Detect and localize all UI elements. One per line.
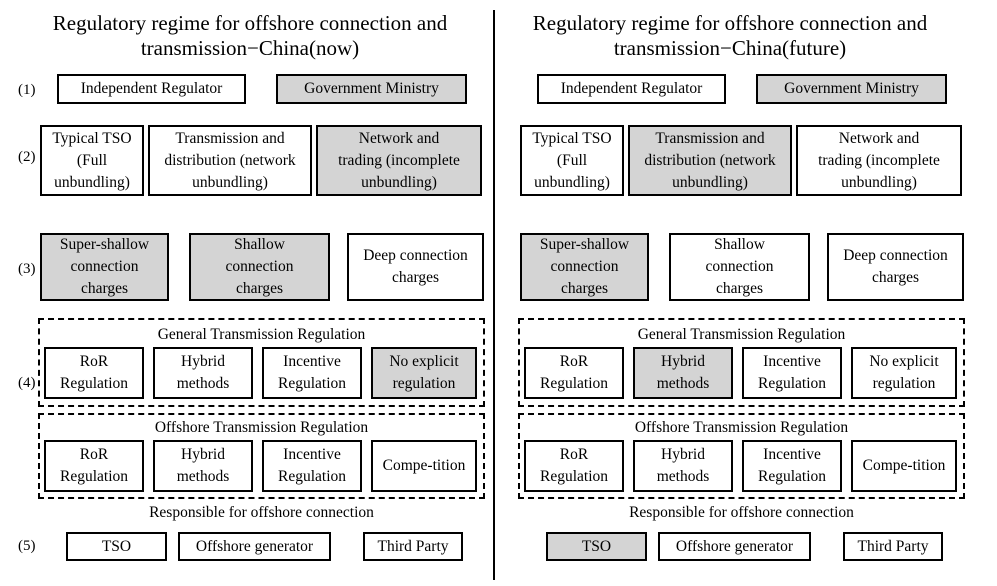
option-box-super-shallow-connection-charges-future: Super-shallow connection charges (520, 233, 649, 301)
option-box-super-shallow-connection-charges-now: Super-shallow connection charges (40, 233, 169, 301)
option-box-incentive-regulation-now: Incentive Regulation (262, 440, 362, 492)
option-box-incentive-regulation-now: Incentive Regulation (262, 347, 362, 399)
option-box-government-ministry-now: Government Ministry (276, 74, 467, 104)
option-box-hybrid-methods-now: Hybrid methods (153, 440, 253, 492)
option-box-shallow-connection-charges-future: Shallow connection charges (669, 233, 810, 301)
option-box-hybrid-methods-future: Hybrid methods (633, 347, 733, 399)
offshore-title-future: Offshore Transmission Regulation (634, 419, 849, 436)
option-box-offshore-generator-now: Offshore generator (178, 532, 331, 561)
option-label: Independent Regulator (560, 80, 703, 97)
option-box-tso-now: TSO (66, 532, 167, 561)
option-label: Incentive Regulation (277, 353, 347, 392)
option-label: No explicit regulation (869, 353, 939, 392)
option-label: Incentive Regulation (757, 446, 827, 485)
option-label: Super-shallow connection charges (539, 236, 630, 297)
option-label: RoR Regulation (59, 446, 129, 485)
option-box-third-party-future: Third Party (843, 532, 943, 561)
option-label: Transmission and distribution (network u… (164, 129, 296, 191)
option-label: Super-shallow connection charges (59, 236, 150, 297)
row-label-4: (4) (18, 375, 36, 391)
option-box-ror-regulation-future: RoR Regulation (524, 347, 624, 399)
option-label: Offshore generator (675, 537, 794, 555)
option-box-no-explicit-regulation-future: No explicit regulation (851, 347, 957, 399)
option-label: Hybrid methods (656, 353, 710, 392)
general-title-future: General Transmission Regulation (637, 326, 846, 343)
option-label: No explicit regulation (389, 353, 459, 392)
option-box-shallow-connection-charges-now: Shallow connection charges (189, 233, 330, 301)
option-label: RoR Regulation (539, 353, 609, 392)
title-line2-now: transmission−China(now) (140, 36, 360, 60)
general-regulation-group-now (38, 318, 485, 407)
offshore-title-now: Offshore Transmission Regulation (154, 419, 369, 436)
option-box-network-and-trading-incomplete-unbundling-now: Network and trading (incomplete unbundli… (316, 125, 482, 196)
option-box-compe-tition-now: Compe-tition (371, 440, 477, 492)
option-label: Incentive Regulation (277, 446, 347, 485)
option-box-no-explicit-regulation-now: No explicit regulation (371, 347, 477, 399)
option-box-offshore-generator-future: Offshore generator (658, 532, 811, 561)
option-label: Typical TSO (Full unbundling) (52, 129, 132, 191)
option-box-independent-regulator-future: Independent Regulator (537, 74, 726, 104)
option-box-compe-tition-future: Compe-tition (851, 440, 957, 492)
option-label: RoR Regulation (539, 446, 609, 485)
general-title-now: General Transmission Regulation (157, 326, 366, 343)
option-label: Shallow connection charges (705, 236, 774, 297)
option-box-deep-connection-charges-now: Deep connection charges (347, 233, 484, 301)
option-box-government-ministry-future: Government Ministry (756, 74, 947, 104)
option-label: Network and trading (incomplete unbundli… (818, 129, 940, 191)
option-box-typical-tso-full-unbundling-now: Typical TSO (Full unbundling) (40, 125, 144, 196)
option-label: Transmission and distribution (network u… (644, 129, 776, 191)
option-box-tso-future: TSO (546, 532, 647, 561)
option-label: Government Ministry (304, 80, 439, 97)
option-label: Third Party (857, 537, 929, 555)
option-label: Deep connection charges (363, 247, 468, 286)
option-box-ror-regulation-now: RoR Regulation (44, 347, 144, 399)
option-label: Network and trading (incomplete unbundli… (338, 129, 460, 191)
option-box-ror-regulation-now: RoR Regulation (44, 440, 144, 492)
title-line1-now: Regulatory regime for offshore connectio… (52, 11, 448, 35)
option-label: Typical TSO (Full unbundling) (532, 129, 612, 191)
option-box-incentive-regulation-future: Incentive Regulation (742, 440, 842, 492)
option-label: Hybrid methods (176, 446, 230, 485)
option-box-typical-tso-full-unbundling-future: Typical TSO (Full unbundling) (520, 125, 624, 196)
row-label-2: (2) (18, 149, 36, 165)
option-label: Shallow connection charges (225, 236, 294, 297)
option-box-third-party-now: Third Party (363, 532, 463, 561)
option-box-hybrid-methods-now: Hybrid methods (153, 347, 253, 399)
option-label: RoR Regulation (59, 353, 129, 392)
option-label: Incentive Regulation (757, 353, 827, 392)
option-box-incentive-regulation-future: Incentive Regulation (742, 347, 842, 399)
option-label: Hybrid methods (656, 446, 710, 485)
option-box-ror-regulation-future: RoR Regulation (524, 440, 624, 492)
option-box-transmission-and-distribution-network-unbundling-future: Transmission and distribution (network u… (628, 125, 792, 196)
option-label: Government Ministry (784, 80, 919, 97)
panel-divider (493, 10, 495, 580)
option-label: Third Party (377, 537, 449, 555)
responsible-title-future: Responsible for offshore connection (629, 504, 854, 521)
option-label: Hybrid methods (176, 353, 230, 392)
option-label: Deep connection charges (843, 247, 948, 286)
option-label: Offshore generator (195, 537, 314, 555)
general-regulation-group-future (518, 318, 965, 407)
option-label: Independent Regulator (80, 80, 223, 97)
option-box-transmission-and-distribution-network-unbundling-now: Transmission and distribution (network u… (148, 125, 312, 196)
title-line1-future: Regulatory regime for offshore connectio… (532, 11, 928, 35)
option-label: TSO (101, 537, 132, 555)
offshore-regulation-group-now (38, 413, 485, 499)
row-label-1: (1) (18, 82, 36, 98)
title-line2-future: transmission−China(future) (613, 36, 847, 60)
option-box-hybrid-methods-future: Hybrid methods (633, 440, 733, 492)
offshore-regulation-group-future (518, 413, 965, 499)
option-label: TSO (581, 537, 612, 555)
row-label-5: (5) (18, 538, 36, 554)
responsible-title-now: Responsible for offshore connection (149, 504, 374, 521)
option-label: Compe-tition (382, 457, 466, 474)
row-label-3: (3) (18, 261, 36, 277)
option-box-independent-regulator-now: Independent Regulator (57, 74, 246, 104)
option-box-network-and-trading-incomplete-unbundling-future: Network and trading (incomplete unbundli… (796, 125, 962, 196)
option-box-deep-connection-charges-future: Deep connection charges (827, 233, 964, 301)
option-label: Compe-tition (862, 457, 946, 474)
